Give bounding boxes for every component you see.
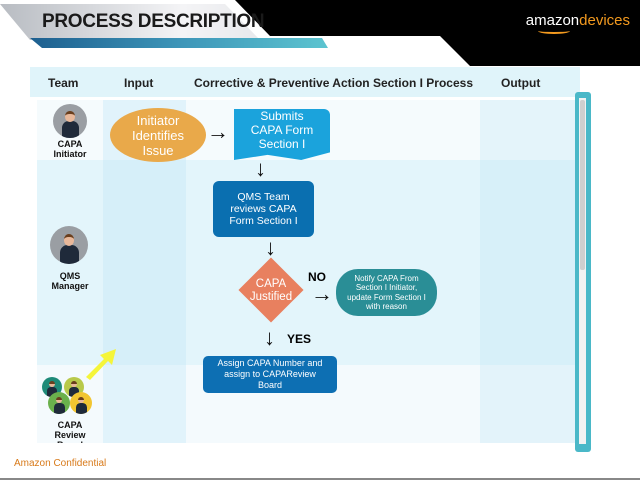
amazon-smile-icon [538,28,570,34]
qms-manager-avatar [50,226,88,264]
scrollbar-track[interactable] [579,98,586,444]
arrow-down-icon: ↓ [265,235,276,260]
notify-initiator: Notify CAPA From Section I Initiator, up… [336,269,437,316]
doc-submits-capa-form: Submits CAPA Form Section I [234,109,330,160]
no-label: NO [308,270,326,284]
column-output: Output [501,76,541,90]
board-avatar-3 [48,392,70,414]
team-review-board: CAPA Review Board [54,420,86,443]
decision-capa-justified: CAPA Justified [249,278,293,303]
pointer-arrow-icon [86,349,116,380]
output-column [480,100,575,443]
title-underline [30,38,328,48]
page-title: PROCESS DESCRIPTION [42,11,265,32]
initiator-avatar [53,104,87,138]
logo-main: amazon [525,12,580,29]
arrow-right-icon: → [207,119,229,144]
column-team: Team [48,76,79,90]
amazon-devices-logo: amazondevices [526,12,630,29]
arrow-down-icon: ↓ [255,156,266,181]
logo-sub: devices [579,12,630,29]
arrow-down-icon: ↓ [264,325,275,350]
scrollbar-thumb[interactable] [580,100,585,270]
title-bar [0,4,260,40]
footer-divider [0,478,640,480]
arrow-right-icon: → [311,281,333,306]
team-qms-manager: QMS Manager [51,271,89,291]
team-initiator: CAPA Initiator [53,139,87,159]
assign-capa-number: Assign CAPA Number and assign to CAPARev… [203,356,337,393]
process-qms-review: QMS Team reviews CAPA Form Section I [213,181,314,237]
yes-label: YES [287,332,312,346]
start-initiator-identifies-issue: Initiator Identifies Issue [110,108,206,162]
footer-confidential: Amazon Confidential [14,458,107,469]
column-process: Corrective & Preventive Action Section I… [194,76,473,90]
table-header: Team Input Corrective & Preventive Actio… [30,67,580,97]
column-input: Input [124,76,154,90]
board-avatar-4 [70,392,92,414]
